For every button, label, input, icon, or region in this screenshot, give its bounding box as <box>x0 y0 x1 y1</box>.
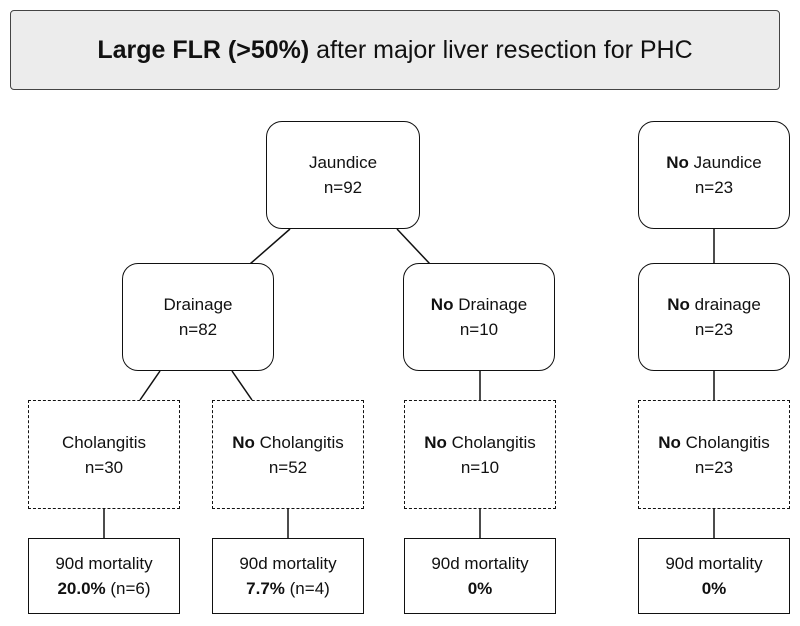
node-label: Cholangitis <box>254 432 344 452</box>
node-drainage: Drainage n=82 <box>122 263 274 371</box>
outcome-value: 0% <box>701 579 727 598</box>
diagram-title: Large FLR (>50%) after major liver resec… <box>10 10 780 90</box>
node-label: Cholangitis <box>446 432 536 452</box>
node-count: n=30 <box>84 457 124 477</box>
outcome-detail: (n=6) <box>105 579 151 598</box>
outcome-no-cholangitis-c: 90d mortality 0% <box>638 538 790 614</box>
node-label: Drainage <box>453 295 528 314</box>
node-no-cholangitis-b: No Cholangitis n=10 <box>404 400 556 509</box>
node-count: n=82 <box>178 320 218 339</box>
node-count: n=10 <box>460 457 500 477</box>
node-no-cholangitis-c: No Cholangitis n=23 <box>638 400 790 509</box>
outcome-label: 90d mortality <box>239 554 337 573</box>
node-label-no: No <box>667 295 690 314</box>
node-count: n=10 <box>459 320 499 339</box>
node-label: Cholangitis <box>61 432 147 452</box>
node-label-no: No <box>424 432 447 452</box>
node-label: Jaundice <box>308 153 378 172</box>
node-label: Cholangitis <box>680 432 770 452</box>
node-count: n=92 <box>323 178 363 197</box>
edge-drainage-no-cholangitis <box>231 370 253 401</box>
outcome-value: 0% <box>467 579 493 598</box>
node-no-drainage-2: No drainage n=23 <box>638 263 790 371</box>
node-cholangitis: Cholangitis n=30 <box>28 400 180 509</box>
node-count: n=23 <box>694 320 734 339</box>
node-jaundice: Jaundice n=92 <box>266 121 420 229</box>
node-label: Jaundice <box>688 153 762 172</box>
node-count: n=52 <box>268 457 308 477</box>
node-no-cholangitis-a: No Cholangitis n=52 <box>212 400 364 509</box>
title-rest: after major liver resection for PHC <box>309 35 693 64</box>
outcome-cholangitis: 90d mortality 20.0% (n=6) <box>28 538 180 614</box>
outcome-label: 90d mortality <box>431 554 529 573</box>
node-count: n=23 <box>694 178 734 197</box>
outcome-label: 90d mortality <box>665 554 763 573</box>
node-count: n=23 <box>694 457 734 477</box>
node-label: drainage <box>689 295 761 314</box>
node-label: Drainage <box>163 295 233 314</box>
node-label-no: No <box>658 432 681 452</box>
edge-jaundice-drainage <box>249 228 291 265</box>
outcome-value: 20.0% <box>57 579 106 598</box>
node-label-no: No <box>232 432 255 452</box>
outcome-detail: (n=4) <box>284 579 330 598</box>
node-no-drainage: No Drainage n=10 <box>403 263 555 371</box>
outcome-label: 90d mortality <box>55 554 153 573</box>
outcome-no-cholangitis-a: 90d mortality 7.7% (n=4) <box>212 538 364 614</box>
node-no-jaundice: No Jaundice n=23 <box>638 121 790 229</box>
edge-jaundice-no-drainage <box>396 228 431 265</box>
title-bold: Large FLR (>50%) <box>97 35 310 64</box>
node-label-no: No <box>666 153 689 172</box>
node-label-no: No <box>430 295 454 314</box>
outcome-value: 7.7% <box>246 579 285 598</box>
outcome-no-cholangitis-b: 90d mortality 0% <box>404 538 556 614</box>
edge-drainage-cholangitis <box>139 370 161 401</box>
